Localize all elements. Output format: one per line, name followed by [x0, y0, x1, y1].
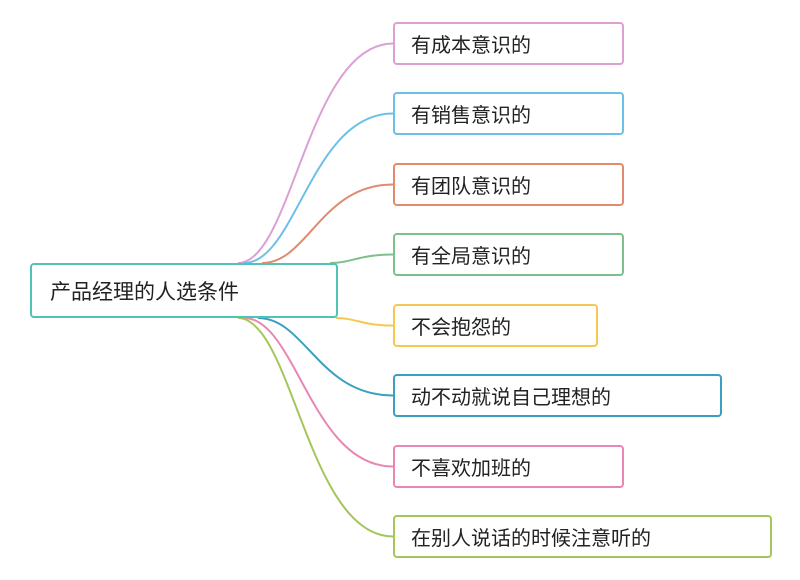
- connector-lines: [237, 42, 394, 538]
- connector-line: [329, 253, 394, 264]
- connector-line: [261, 183, 394, 264]
- root-label: 产品经理的人选条件: [50, 279, 239, 304]
- branch-node[interactable]: 有全局意识的: [393, 233, 624, 276]
- branch-node[interactable]: 不喜欢加班的: [393, 445, 624, 488]
- branch-node[interactable]: 动不动就说自己理想的: [393, 374, 722, 417]
- branch-node[interactable]: 有团队意识的: [393, 163, 624, 206]
- branch-node[interactable]: 在别人说话的时候注意听的: [393, 515, 772, 558]
- connector-line: [243, 112, 394, 264]
- connector-line: [237, 42, 394, 264]
- branch-label: 在别人说话的时候注意听的: [411, 526, 651, 550]
- connector-line: [237, 317, 394, 538]
- branch-label: 有成本意识的: [411, 33, 531, 57]
- connector-line: [335, 317, 394, 327]
- connector-line: [257, 317, 394, 397]
- branch-node[interactable]: 有销售意识的: [393, 92, 624, 135]
- connector-line: [243, 317, 394, 468]
- branch-label: 有全局意识的: [411, 244, 531, 268]
- branch-node[interactable]: 有成本意识的: [393, 22, 624, 65]
- branch-label: 有团队意识的: [411, 174, 531, 198]
- branch-label: 有销售意识的: [411, 103, 531, 127]
- branch-node[interactable]: 不会抱怨的: [393, 304, 598, 347]
- branch-label: 动不动就说自己理想的: [411, 385, 611, 409]
- branch-label: 不会抱怨的: [411, 315, 511, 339]
- branch-label: 不喜欢加班的: [411, 456, 531, 480]
- root-node[interactable]: 产品经理的人选条件: [30, 263, 338, 318]
